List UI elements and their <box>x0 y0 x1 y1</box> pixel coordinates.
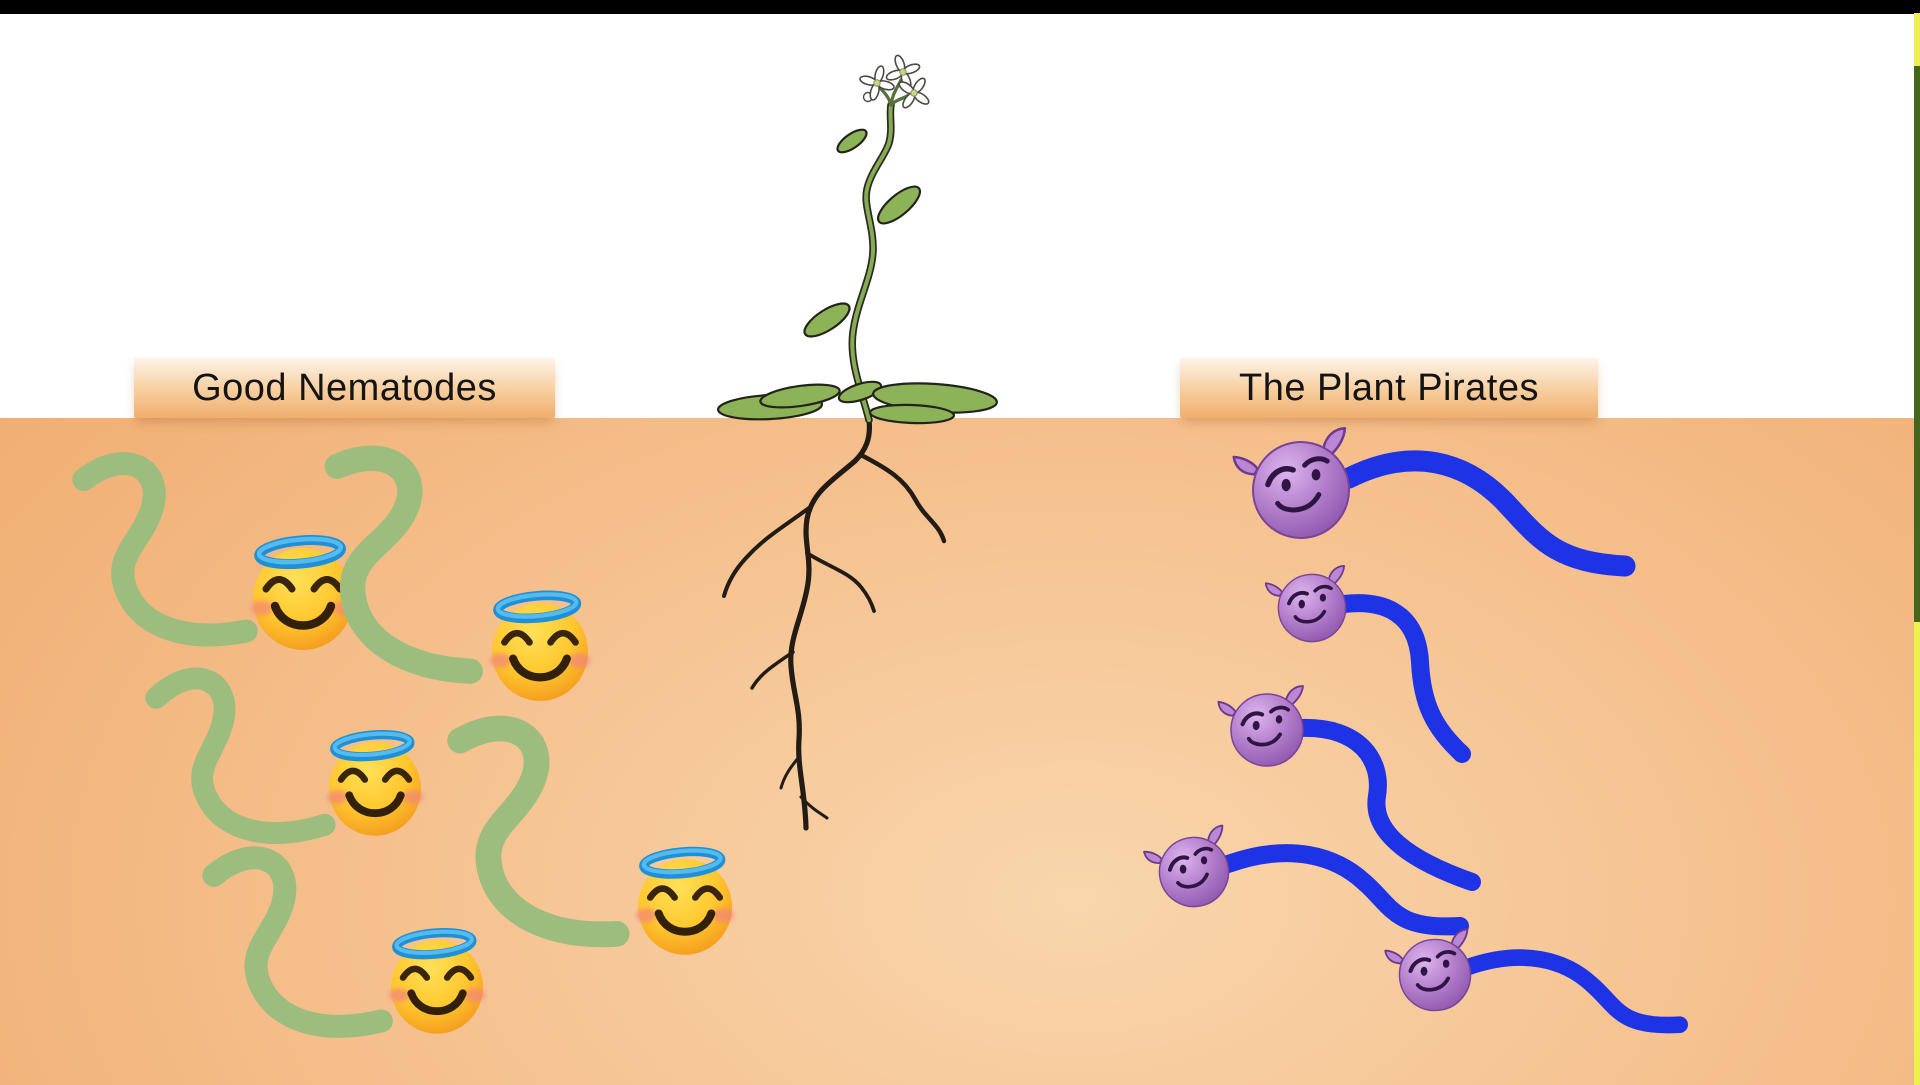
creature-layer <box>83 428 1679 1034</box>
pirate-body-squiggle <box>1349 461 1625 566</box>
devil-emoji-icon <box>1262 563 1354 648</box>
angel-emoji-icon <box>636 848 734 955</box>
plant-leaves <box>716 128 998 425</box>
good-nematodes-label-text: Good Nematodes <box>192 366 497 409</box>
angel-emoji-icon <box>327 731 423 836</box>
edge-strip-yellow-top <box>1914 13 1920 66</box>
good-nematodes-label: Good Nematodes <box>134 358 555 418</box>
edge-strip-yellow-bottom <box>1914 622 1920 1085</box>
devil-emoji-icon <box>1140 823 1240 918</box>
plant-pirates-label: The Plant Pirates <box>1180 358 1598 418</box>
top-black-bar <box>0 0 1920 14</box>
pirate-body-squiggle <box>1344 603 1462 754</box>
nematode-body-squiggle <box>83 459 246 639</box>
pirate-body-squiggle <box>1466 958 1679 1025</box>
nematode-body-squiggle <box>441 724 636 937</box>
plant-pirate <box>1384 929 1680 1025</box>
plant-roots <box>722 417 947 831</box>
plant-illustration <box>716 54 998 831</box>
edge-strip-green <box>1914 66 1920 622</box>
nematode-body-squiggle <box>213 850 382 1035</box>
edge-strip-black <box>1914 0 1920 13</box>
plant-pirates-label-text: The Plant Pirates <box>1239 366 1539 409</box>
plant-pirate <box>1140 823 1460 926</box>
soil-background <box>0 418 1920 1085</box>
plant-flowers <box>859 54 930 109</box>
good-nematode <box>441 724 733 955</box>
angel-emoji-icon <box>251 536 355 650</box>
devil-emoji-icon <box>1218 686 1309 769</box>
good-nematode <box>301 451 590 701</box>
good-nematode <box>154 663 423 848</box>
devil-emoji-icon <box>1384 929 1478 1016</box>
nematode-body-squiggle <box>154 663 325 848</box>
good-nematode <box>213 850 485 1035</box>
good-nematode <box>83 459 355 650</box>
angel-emoji-icon <box>389 929 485 1034</box>
devil-emoji-icon <box>1232 428 1359 546</box>
angel-emoji-icon <box>490 591 590 700</box>
plant-pirate <box>1232 428 1625 566</box>
